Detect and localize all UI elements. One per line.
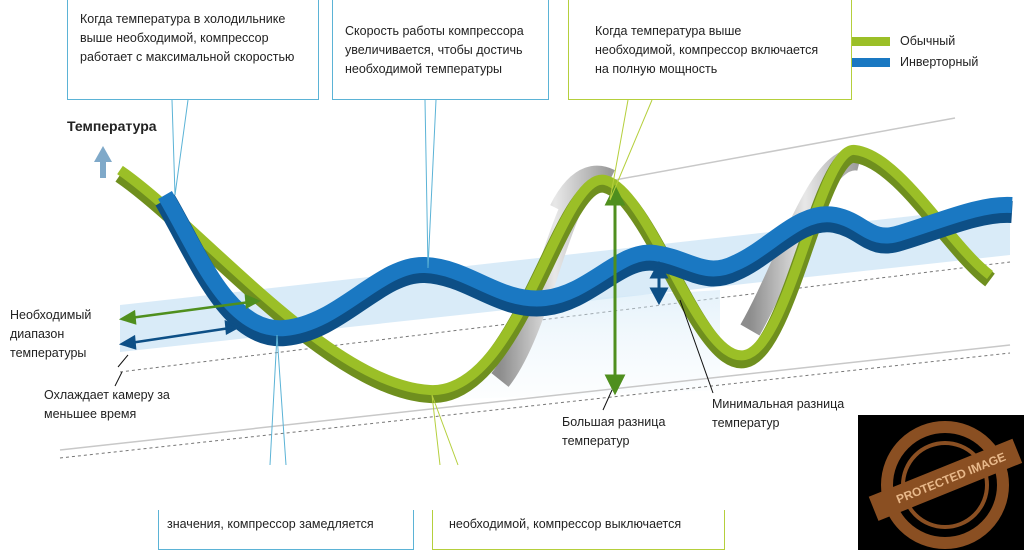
temperature-up-arrow-icon [94, 146, 112, 178]
legend-swatch-green [852, 36, 890, 46]
min-difference-arrow [649, 260, 669, 306]
axis-title: Температура [67, 118, 157, 134]
required-range-label: Необходимый диапазон температуры [10, 308, 92, 360]
green-range-arrow [118, 294, 261, 325]
callout-pointers [114, 99, 714, 466]
min-difference-label: Минимальная разница температур [712, 397, 845, 430]
cools-faster-label: Охлаждает камеру за меньшее время [44, 388, 170, 421]
callout-slows-down: значения, компрессор замедляется [158, 510, 414, 550]
legend-label: Инверторный [900, 55, 979, 69]
legend-label: Обычный [900, 34, 956, 48]
blue-range-arrow [118, 320, 241, 350]
legend-swatch-blue [852, 57, 890, 67]
protected-image-stamp: PROTECTED IMAGE [858, 415, 1024, 550]
legend-inverter: Инверторный [852, 55, 978, 69]
inverter-line [158, 190, 1013, 337]
conventional-line [117, 145, 994, 396]
legend-conventional: Обычный [852, 34, 955, 48]
callout-full-power: Когда температура выше необходимой, комп… [568, 0, 852, 100]
callout-speed-increase: Скорость работы компрессора увеличиваетс… [332, 0, 549, 100]
upper-guide-line [559, 117, 956, 191]
callout-max-speed: Когда температура в холодильнике выше не… [67, 0, 319, 100]
callout-turns-off: необходимой, компрессор выключается [432, 510, 725, 550]
lower-guide-line [59, 344, 1011, 451]
big-difference-label: Большая разница температур [562, 415, 666, 448]
